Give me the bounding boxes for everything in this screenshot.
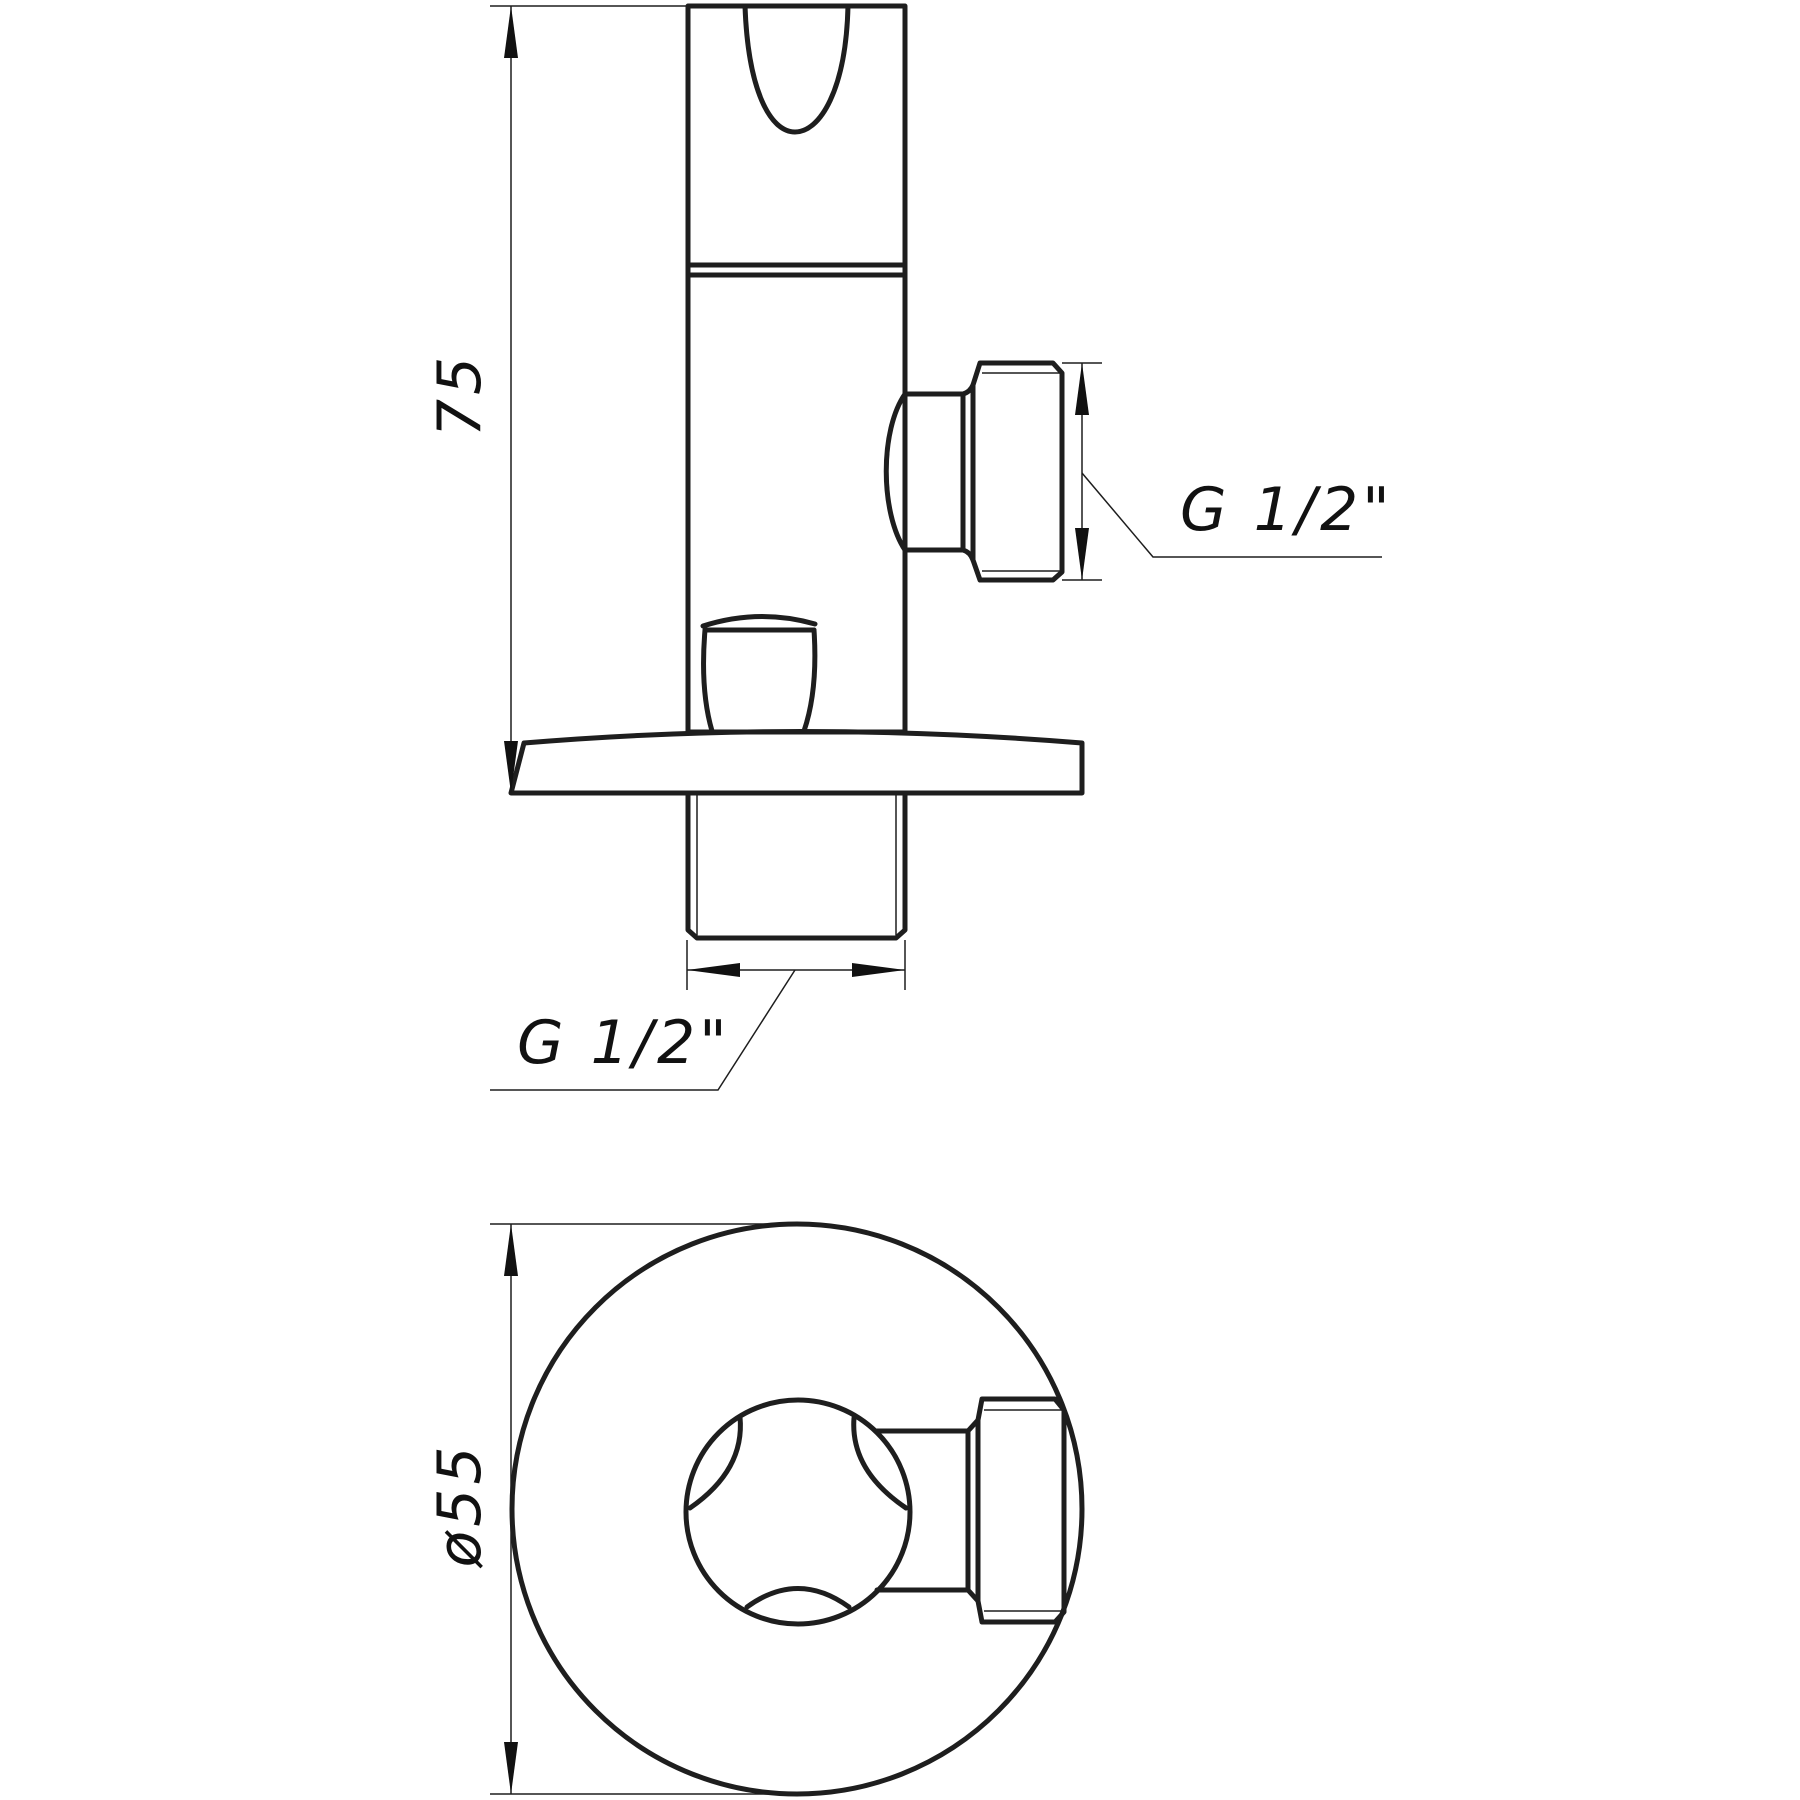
front-view: 75 G 1/2" G 1/2" [425, 3, 1394, 1091]
valve-knob [700, 613, 818, 734]
bottom-inlet-thread-dimension: G 1/2" [490, 940, 906, 1091]
height-dimension: 75 [425, 5, 688, 793]
flange-outline [509, 1221, 1085, 1797]
side-outlet [883, 360, 1065, 583]
bottom-inlet-pipe [685, 792, 908, 941]
body-top [683, 1397, 913, 1627]
side-outlet-thread-label: G 1/2" [1180, 475, 1394, 545]
top-view: ø55 [425, 1221, 1085, 1797]
bottom-inlet-thread-label: G 1/2" [517, 1008, 731, 1078]
side-outlet-thread-dimension: G 1/2" [1062, 362, 1394, 581]
side-outlet-top [874, 1396, 1067, 1625]
wall-flange [508, 729, 1085, 796]
diameter-dimension-label: ø55 [425, 1442, 495, 1568]
diameter-dimension: ø55 [425, 1223, 797, 1795]
height-dimension-label: 75 [425, 353, 495, 437]
